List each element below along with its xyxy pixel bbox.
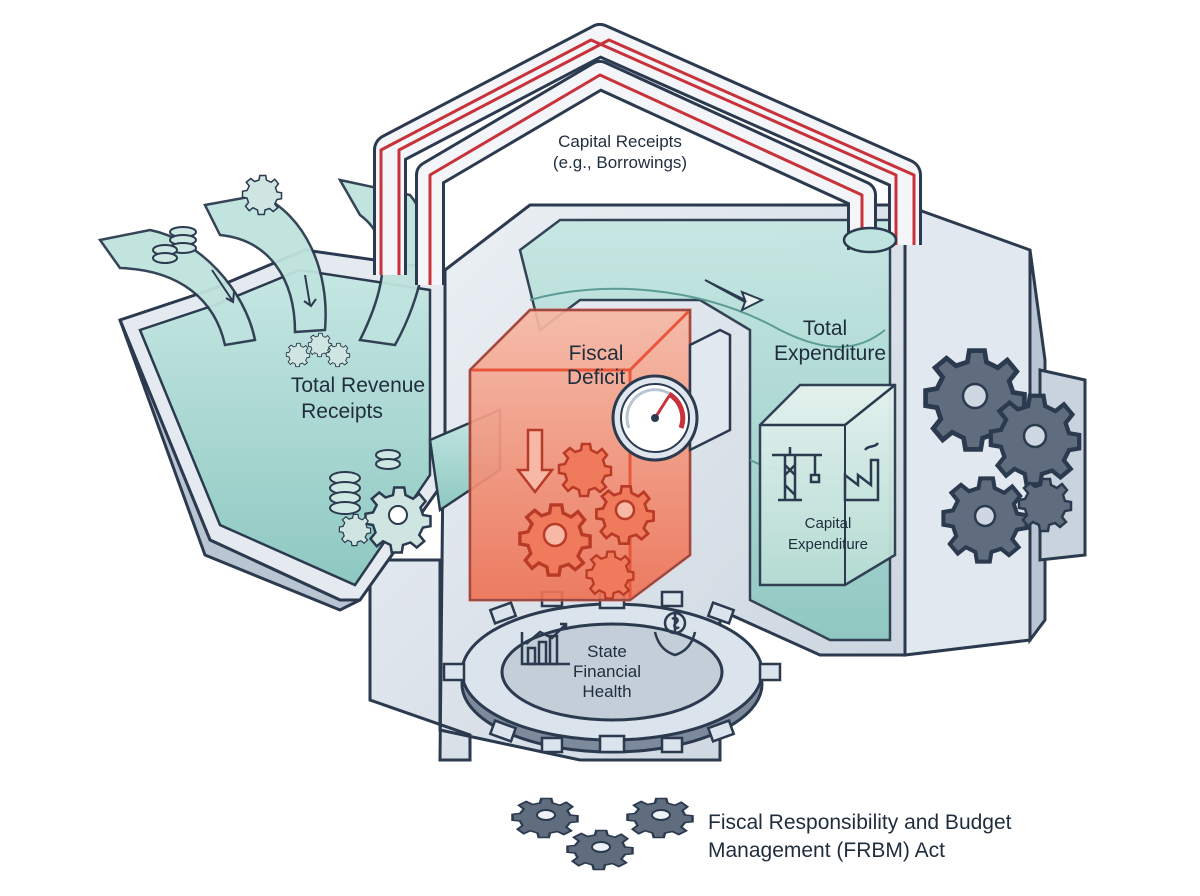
capital-receipts-line-1: Capital Receipts (558, 132, 682, 151)
total-revenue-receipts-line-2: Receipts (301, 400, 383, 423)
state-financial-health-line-2: Financial (573, 662, 641, 681)
total-expenditure-line-2: Expenditure (774, 342, 886, 365)
fiscal-deficit-line-2: Deficit (567, 366, 626, 389)
gear-icon (585, 550, 635, 600)
down-arrow-icon (515, 428, 555, 495)
frbm-gears (511, 797, 694, 871)
capital-expenditure-line-2: Expenditure (788, 536, 868, 553)
capital-receipts-pipe (373, 23, 922, 285)
revenue-gears (241, 174, 432, 554)
total-expenditure-line-1: Total (803, 317, 847, 340)
bar-chart-icon (520, 622, 570, 666)
gear-icon (241, 174, 283, 216)
coin-stack-icon (329, 449, 401, 515)
capital-expenditure-line-1: Capital (805, 515, 852, 532)
total-revenue-receipts-line-1: Total Revenue (291, 374, 425, 397)
factory-icon (843, 442, 880, 502)
capital-receipts-label: Capital Receipts (e.g., Borrowings) (553, 132, 687, 172)
fiscal-deficit-line-1: Fiscal (569, 342, 624, 365)
frbm-act-line-2: Management (FRBM) Act (708, 839, 945, 862)
total-expenditure-label: Total Expenditure (774, 317, 886, 365)
hands-coin-icon (653, 611, 697, 657)
capital-expenditure-tank (758, 383, 897, 587)
capital-expenditure-label: Capital Expenditure (788, 515, 868, 553)
frbm-act-label: Fiscal Responsibility and Budget Managem… (708, 811, 1012, 862)
gear-icon (338, 513, 372, 547)
gear-icon (285, 342, 311, 368)
gear-icon (1017, 477, 1073, 533)
state-financial-health-line-1: State (587, 642, 627, 661)
gauge-icon (611, 374, 699, 462)
flow-arrow-icon (704, 279, 765, 313)
frbm-act-line-1: Fiscal Responsibility and Budget (708, 811, 1012, 834)
total-revenue-receipts-label: Total Revenue Receipts (291, 374, 425, 423)
flow-arrow-icon (211, 269, 317, 308)
state-financial-health-label: State Financial Health (573, 642, 641, 701)
crane-icon (772, 447, 822, 502)
gear-icon (325, 342, 351, 368)
coin-stack-icon (152, 226, 197, 264)
gear-icon (557, 442, 613, 498)
capital-receipts-line-2: (e.g., Borrowings) (553, 153, 687, 172)
fiscal-deficit-label: Fiscal Deficit (567, 342, 626, 389)
deficit-gears (518, 442, 655, 600)
state-financial-health-line-3: Health (582, 682, 631, 701)
right-gears (926, 351, 1080, 562)
